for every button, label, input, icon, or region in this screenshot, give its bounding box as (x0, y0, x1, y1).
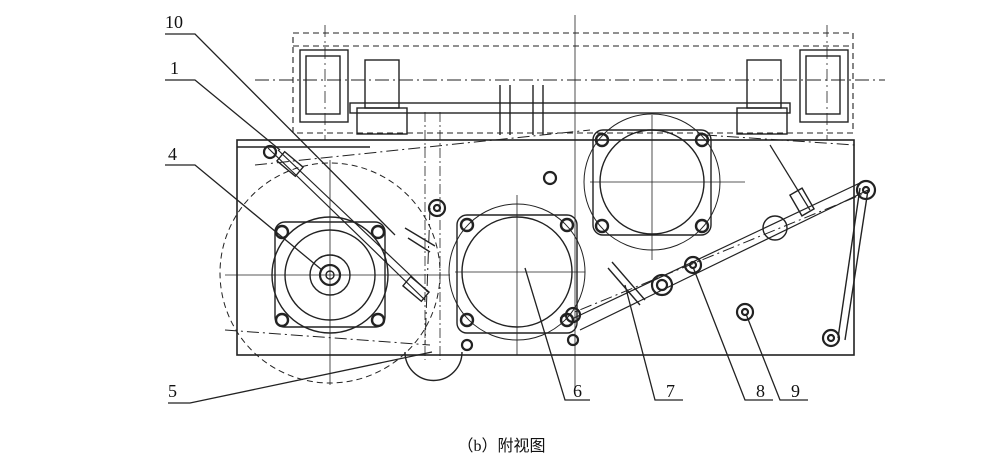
tensioner-arms (267, 144, 869, 341)
callout-5: 5 (168, 381, 177, 401)
left-motor (219, 160, 450, 385)
callout-8: 8 (756, 381, 765, 401)
callout-10: 10 (165, 12, 183, 32)
callout-4: 4 (168, 144, 177, 164)
figure-caption: （b）附视图 (457, 438, 546, 455)
upper-right-motor (583, 113, 745, 260)
top-rail-assembly (255, 25, 885, 140)
callout-9: 9 (791, 381, 800, 401)
callout-1: 1 (170, 58, 179, 78)
callout-7: 7 (666, 381, 675, 401)
callout-6: 6 (573, 381, 582, 401)
belt-path (224, 129, 869, 346)
middle-motor (448, 195, 586, 355)
housing (236, 15, 855, 390)
callout-leaders (165, 33, 808, 404)
lower-housing-bulge (404, 351, 463, 382)
fasteners (262, 144, 877, 352)
